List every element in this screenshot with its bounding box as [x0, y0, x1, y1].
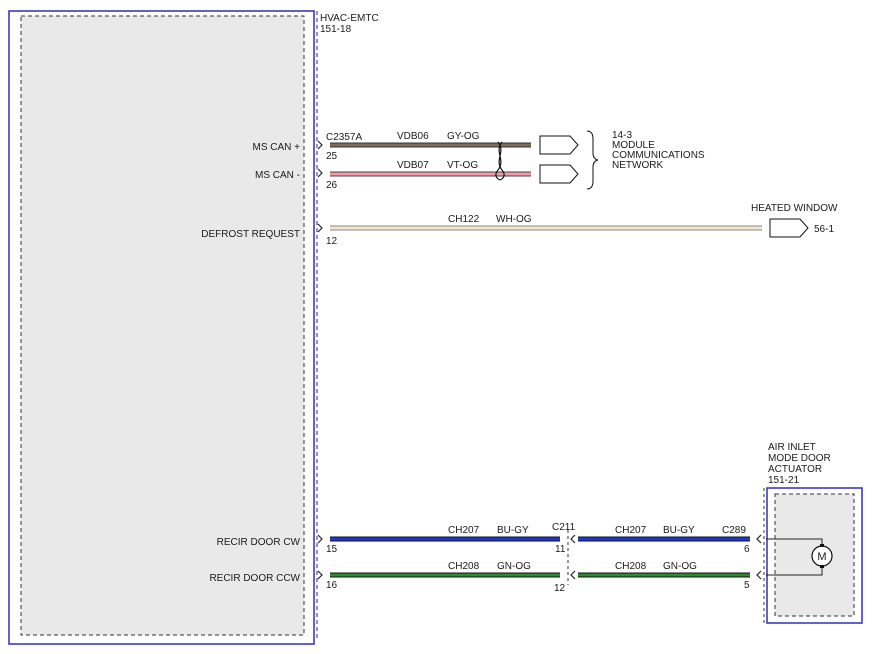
actuator-pin-5: 5 [744, 580, 750, 591]
module-dashed-body [20, 15, 305, 636]
wire-color-bu-gy-b: BU-GY [663, 525, 695, 536]
connector-arrow-icon [317, 570, 323, 580]
wire-color-bu-gy-a: BU-GY [497, 525, 529, 536]
off-page-arrow-icon [539, 135, 579, 155]
wire-circuit-ch208-b: CH208 [615, 561, 647, 572]
pin-label-recir-door-ccw: RECIR DOOR CCW [209, 573, 300, 584]
pin-number-12: 12 [326, 236, 338, 247]
wire-circuit-vdb07: VDB07 [397, 160, 429, 171]
module-ref: 151-18 [320, 24, 352, 35]
pin-label-ms-can-plus: MS CAN + [252, 142, 300, 153]
pin-label-recir-door-cw: RECIR DOOR CW [217, 537, 301, 548]
pin-label-defrost-request: DEFROST REQUEST [201, 229, 300, 240]
wire-circuit-ch207-b: CH207 [615, 525, 647, 536]
network-off-page-arrows [539, 135, 579, 184]
network-ref: 14-3 [612, 130, 632, 141]
module-connector-label: C2357A [326, 132, 362, 143]
inline-connector-arrows [570, 534, 576, 580]
network-line-module: MODULE [612, 140, 655, 151]
module-connector-arrows [317, 140, 323, 580]
pin-number-26: 26 [326, 180, 338, 191]
connector-arrow-icon [570, 570, 576, 580]
motor-icon: M [811, 544, 833, 568]
wire-color-gn-og-a: GN-OG [497, 561, 531, 572]
connector-arrow-icon [317, 168, 323, 178]
wire-color-vt-og: VT-OG [447, 160, 478, 171]
connector-arrow-icon [756, 570, 762, 580]
heated-window-off-page-arrow-icon [769, 218, 809, 238]
wire-color-gn-og-b: GN-OG [663, 561, 697, 572]
inline-connector-pin-11: 11 [555, 544, 566, 555]
actuator-line-mode-door: MODE DOOR [768, 453, 831, 464]
heated-window-label: HEATED WINDOW [751, 203, 838, 214]
pin-number-16: 16 [326, 580, 338, 591]
module-name: HVAC-EMTC [320, 13, 379, 24]
inline-connector-name: C211 [552, 522, 576, 533]
network-line-communications: COMMUNICATIONS [612, 150, 705, 161]
wire-circuit-ch208-a: CH208 [448, 561, 480, 572]
connector-arrow-icon [756, 534, 762, 544]
bracket-icon [586, 130, 599, 190]
actuator-connector-arrows [756, 534, 762, 580]
pin-number-25: 25 [326, 151, 338, 162]
actuator-ref: 151-21 [768, 475, 800, 486]
network-line-network: NETWORK [612, 160, 663, 171]
inline-connector-pin-12: 12 [554, 583, 566, 594]
pin-number-15: 15 [326, 544, 338, 555]
connector-arrow-icon [317, 140, 323, 150]
connector-arrow-icon [317, 223, 323, 233]
wire-circuit-ch207-a: CH207 [448, 525, 480, 536]
connector-arrow-icon [570, 534, 576, 544]
actuator-pin-6: 6 [744, 544, 750, 555]
actuator-line-air-inlet: AIR INLET [768, 442, 816, 453]
wire-color-gy-og: GY-OG [447, 131, 480, 142]
wire-color-wh-og: WH-OG [496, 214, 532, 225]
connector-arrow-icon [317, 534, 323, 544]
pin-label-ms-can-minus: MS CAN - [255, 170, 300, 181]
twisted-pair-icon [495, 141, 505, 181]
actuator-internal-wiring [766, 538, 823, 576]
actuator-line-actuator: ACTUATOR [768, 464, 822, 475]
wire-circuit-ch122: CH122 [448, 214, 480, 225]
heated-window-ref: 56-1 [814, 224, 834, 235]
motor-symbol: M [817, 551, 826, 563]
off-page-arrow-icon [539, 164, 579, 184]
actuator-connector-name: C289 [722, 525, 746, 536]
wire-circuit-vdb06: VDB06 [397, 131, 429, 142]
